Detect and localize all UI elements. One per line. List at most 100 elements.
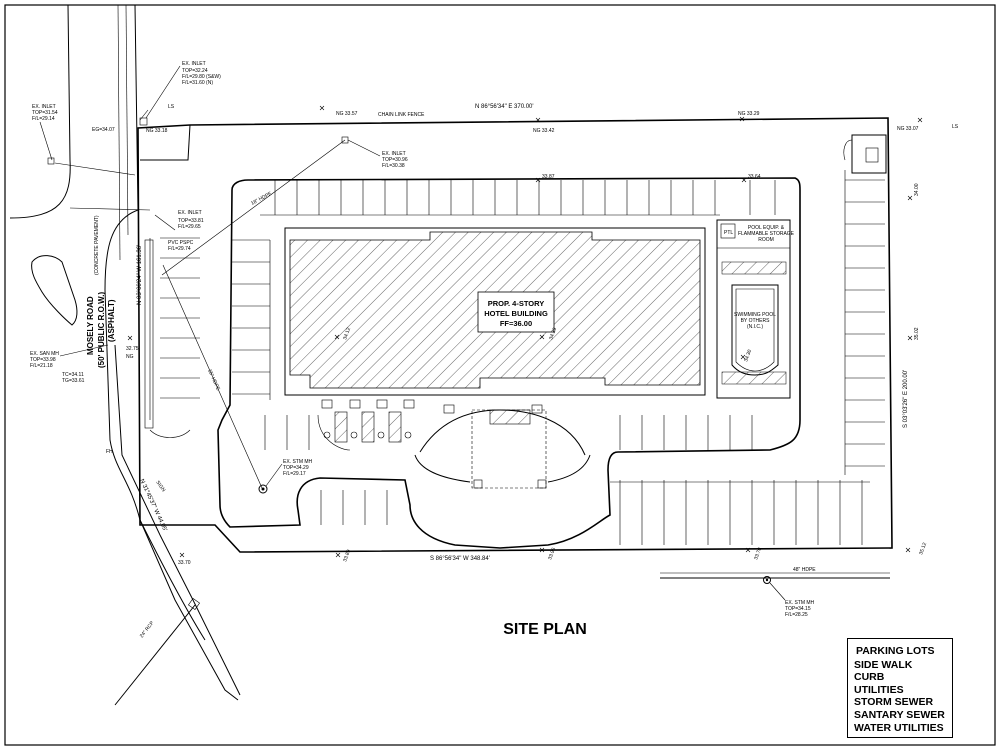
property-line — [137, 117, 893, 553]
svg-text:F/L=28.25: F/L=28.25 — [785, 612, 808, 618]
svg-text:33.87: 33.87 — [542, 174, 555, 180]
callout-inlet-top: EX. INLET TOP=32.24 F/L=29.80 (S&W) F/L=… — [145, 61, 221, 119]
svg-text:34.12: 34.12 — [342, 327, 352, 341]
svg-text:EX. INLET: EX. INLET — [178, 210, 202, 216]
parking-stalls-top — [260, 180, 720, 216]
svg-text:33.70: 33.70 — [753, 547, 763, 561]
svg-text:TOP=30.96: TOP=30.96 — [382, 157, 408, 163]
svg-text:PVC PSPC: PVC PSPC — [168, 240, 194, 246]
svg-text:33.64: 33.64 — [748, 174, 761, 180]
svg-text:34.00: 34.00 — [914, 183, 920, 196]
road-pavement: (CONCRETE PAVEMENT) — [94, 215, 100, 275]
mosely-road — [9, 4, 241, 701]
pool-label-3: (N.I.C.) — [747, 324, 763, 330]
svg-text:F/L=29.17: F/L=29.17 — [283, 471, 306, 477]
bearing-south: S 86°56'34" W 348.84' — [430, 556, 490, 562]
eg-label: EG=34.07 — [92, 127, 115, 133]
parking-stalls-east — [749, 170, 885, 475]
pipe-18-label: 18" HDPE — [250, 191, 273, 207]
parking-stalls-bottom — [264, 415, 870, 545]
pool-label-2: BY OTHERS — [741, 318, 770, 324]
svg-text:NG 33.29: NG 33.29 — [738, 111, 760, 117]
svg-text:F/L=30.38: F/L=30.38 — [382, 163, 405, 169]
svg-text:TOP=33.98: TOP=33.98 — [30, 357, 56, 363]
svg-text:TG=33.61: TG=33.61 — [62, 378, 85, 384]
svg-text:TC=34.11: TC=34.11 — [62, 372, 84, 378]
ls-label-1: LS — [168, 104, 175, 110]
pool-equip-label-3: ROOM — [758, 237, 774, 243]
legend-item-storm-sewer: STORM SEWER — [854, 696, 934, 709]
svg-text:NG 33.57: NG 33.57 — [336, 111, 358, 117]
sheet-title: SITE PLAN — [503, 621, 587, 638]
bearing-north: N 86°56'34" E 370.00' — [475, 104, 534, 110]
building-label-2: HOTEL BUILDING — [484, 309, 548, 318]
legend-item-utilities: UTILITIES — [854, 683, 904, 696]
svg-text:NG 33.18: NG 33.18 — [146, 128, 168, 134]
ng-label: NG — [126, 354, 134, 360]
svg-text:35.02: 35.02 — [914, 327, 920, 340]
road-surface: (ASPHALT) — [107, 299, 116, 342]
callout-tc: TC=34.11 TG=33.61 — [62, 372, 85, 384]
svg-text:NG 33.07: NG 33.07 — [897, 126, 919, 132]
legend-item-sanitary-sewer: SANTARY SEWER — [854, 708, 945, 721]
building-front-features — [317, 399, 415, 451]
pipe-24-label: 24" RCP — [139, 620, 156, 639]
legend-item-water-utilities: WATER UTILITIES — [854, 721, 944, 734]
svg-text:35.12: 35.12 — [918, 542, 928, 556]
svg-text:F/L=29.65: F/L=29.65 — [178, 224, 201, 230]
svg-text:EX. SAN MH: EX. SAN MH — [30, 351, 59, 357]
legend-box: PARKING LOTS SIDE WALK CURB UTILITIES ST… — [847, 638, 953, 738]
callout-stm-mh-2: EX. STM MH TOP=34.15 F/L=28.25 — [785, 600, 815, 618]
svg-text:33.89: 33.89 — [342, 549, 352, 563]
building-label-3: FF=36.00 — [500, 319, 532, 328]
svg-text:EX. INLET: EX. INLET — [182, 61, 206, 67]
bearing-east: S 03°03'26" E 200.00' — [903, 370, 909, 428]
svg-text:TOP=32.24: TOP=32.24 — [182, 68, 208, 74]
svg-text:34.30: 34.30 — [743, 349, 753, 363]
callout-inlet-left: EX. INLET TOP=31.54 F/L=29.14 — [32, 104, 58, 161]
callout-pvc: PVC PSPC F/L=29.74 — [168, 240, 194, 252]
callout-inlet-road: EX. INLET TOP=33.81 F/L=29.65 — [178, 210, 204, 230]
road-row: (50' PUBLIC R.O.W.) — [97, 292, 106, 368]
hotel-building: PROP. 4-STORY HOTEL BUILDING FF=36.00 — [284, 227, 706, 396]
legend-item-side-walk: SIDE WALK — [854, 658, 913, 671]
sign-label: SIGN — [154, 480, 166, 494]
pool-area: PTL POOL EQUIP. & FLAMMABLE STORAGE ROOM… — [716, 219, 795, 399]
building-label-1: PROP. 4-STORY — [488, 299, 545, 308]
svg-text:EX. STM MH: EX. STM MH — [785, 600, 815, 606]
svg-text:F/L=31.60 (N): F/L=31.60 (N) — [182, 80, 213, 86]
svg-text:EX. STM MH: EX. STM MH — [283, 459, 313, 465]
svg-text:TOP=31.54: TOP=31.54 — [32, 110, 58, 116]
fh-label: FH — [106, 449, 113, 455]
utility-lines — [114, 109, 890, 706]
svg-text:TOP=34.29: TOP=34.29 — [283, 465, 309, 471]
svg-text:EX. INLET: EX. INLET — [32, 104, 56, 110]
callout-inlet-mid: EX. INLET TOP=30.96 F/L=30.38 — [347, 139, 408, 169]
callout-stm-mh: EX. STM MH TOP=34.29 F/L=29.17 — [265, 459, 313, 487]
bearing-west: N 03°00'24" W 161.36' — [137, 245, 143, 305]
ls-label-2: LS — [952, 124, 959, 130]
spot-elevations: NG 33.57 NG 33.42 NG 33.29 NG 33.07 NG 3… — [126, 111, 928, 566]
dumpster-enclosure — [843, 134, 887, 174]
callout-san-mh: EX. SAN MH TOP=33.98 F/L=21.18 — [30, 344, 109, 369]
svg-text:F/L=29.80 (S&W): F/L=29.80 (S&W) — [182, 74, 221, 80]
svg-text:NG 33.42: NG 33.42 — [533, 128, 555, 134]
svg-text:F/L=29.14: F/L=29.14 — [32, 116, 55, 122]
pipe-15-label: 15" HDPE — [206, 368, 221, 392]
parking-stalls-left — [144, 237, 271, 438]
legend-item-curb: CURB — [854, 671, 885, 684]
pool-equip-label-1: POOL EQUIP. & — [748, 225, 785, 231]
svg-text:33.70: 33.70 — [178, 560, 191, 566]
pool-label-1: SWIMMING POOL — [734, 312, 776, 318]
svg-text:PTL: PTL — [724, 230, 733, 236]
svg-text:F/L=21.18: F/L=21.18 — [30, 363, 53, 369]
svg-text:TOP=33.81: TOP=33.81 — [178, 218, 204, 224]
fence-label: CHAIN LINK FENCE — [378, 112, 425, 118]
road-name: MOSELY ROAD — [86, 296, 95, 355]
svg-text:32.75: 32.75 — [126, 346, 139, 352]
pool-equip-label-2: FLAMMABLE STORAGE — [738, 231, 795, 237]
parking-lot-outline — [217, 177, 801, 549]
svg-text:33.96: 33.96 — [547, 547, 557, 561]
svg-text:EX. INLET: EX. INLET — [382, 151, 406, 157]
